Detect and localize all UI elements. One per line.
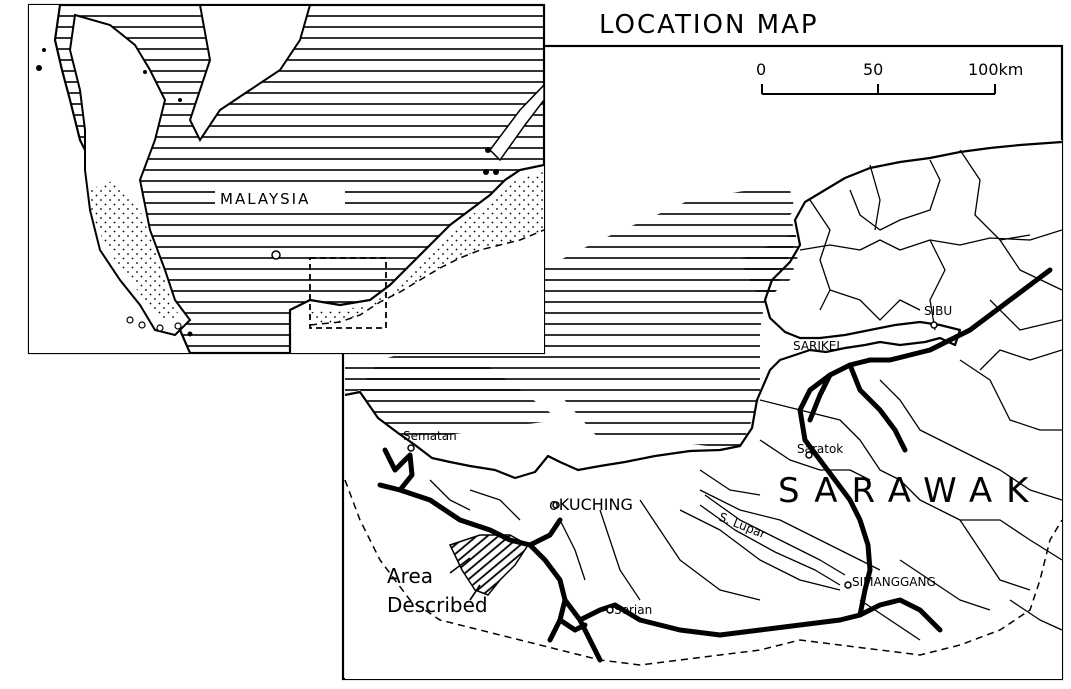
region-label-sarawak: SARAWAK [778, 471, 1042, 511]
main-map: SIBU SARIKEI Sematan Saratok oKUCHING S.… [341, 44, 1064, 681]
area-described [448, 534, 530, 596]
town-serian: Serian [614, 603, 652, 617]
town-sarikei: SARIKEI [793, 339, 840, 353]
scale-tick-50: 50 [863, 60, 883, 79]
roads [377, 267, 1053, 663]
map-title: LOCATION MAP [599, 10, 819, 40]
inset-country-label: MALAYSIA [220, 190, 310, 208]
town-simanggang: SIMANGGANG [852, 575, 936, 589]
town-sibu: SIBU [924, 304, 952, 318]
inset-map: MALAYSIA [27, 3, 546, 355]
lupar-river [704, 494, 846, 576]
inset-area-box [309, 257, 387, 329]
town-sematan: Sematan [403, 429, 457, 443]
town-kuching: oKUCHING [549, 495, 633, 514]
international-border [344, 479, 1062, 666]
peninsular-malaysia [68, 13, 192, 337]
area-described-label-line2: Described [387, 593, 488, 617]
scale-tick-100km: 100km [968, 60, 1023, 79]
area-described-label-line1: Area [387, 564, 433, 588]
rivers [429, 149, 1062, 641]
town-saratok: Saratok [797, 442, 843, 456]
scale-tick-0: 0 [756, 60, 766, 79]
scale-bar: 0 50 100km [756, 60, 1023, 95]
coastline [344, 140, 1062, 480]
